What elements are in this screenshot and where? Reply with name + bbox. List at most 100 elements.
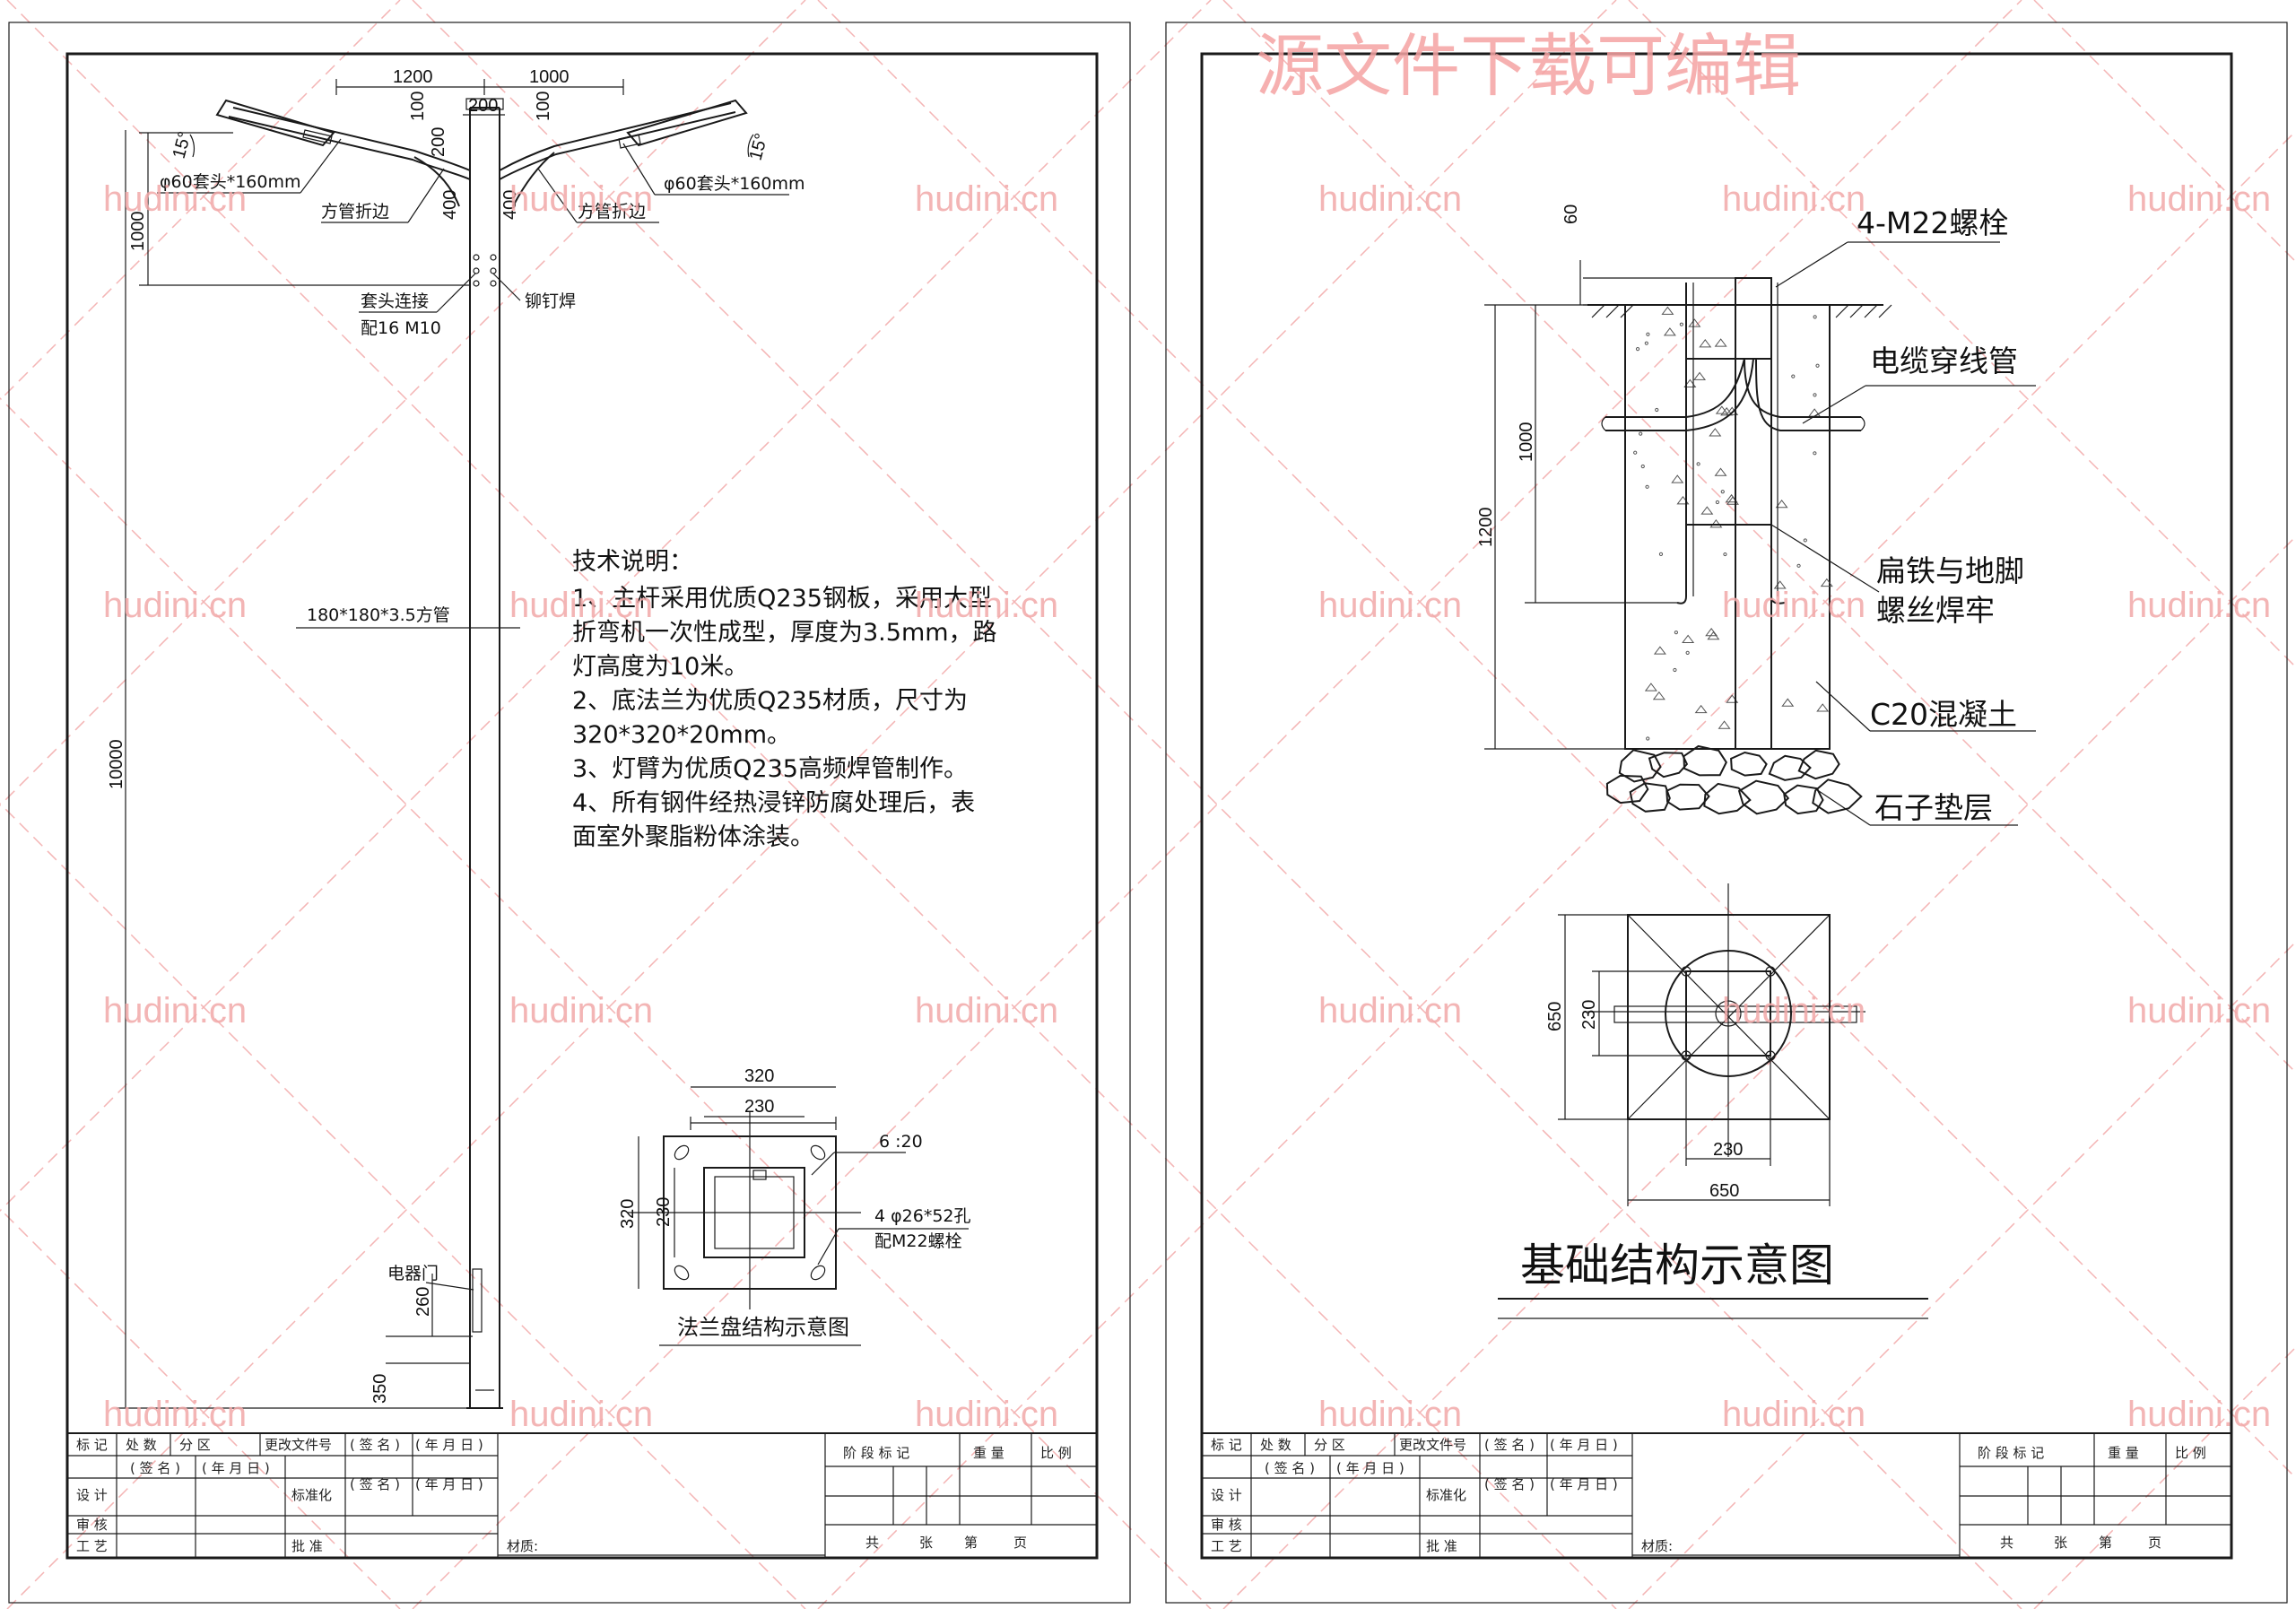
watermark-line — [0, 0, 401, 402]
concrete-dot — [1813, 451, 1817, 456]
foundation-labels: 4-M22螺栓 电缆穿线管 扁铁与地脚 螺丝焊牢 C20混凝土 石子垫层 — [1770, 205, 2036, 826]
conduit-label: 电缆穿线管 — [1870, 344, 2018, 378]
foundation-plan: 650 230 230 650 — [1545, 883, 1866, 1206]
flat-iron-label-2: 螺丝焊牢 — [1876, 593, 1995, 628]
flange-inner-h: 230 — [654, 1197, 674, 1227]
watermark-site-text: hudini.cn — [2127, 991, 2271, 1031]
gravel-stone — [1730, 751, 1768, 777]
tb-l-sign3: ( 签 名 ) — [350, 1476, 400, 1492]
watermark-line — [817, 0, 2296, 1480]
concrete-dot — [1646, 332, 1650, 336]
gravel-stone — [1703, 782, 1752, 815]
watermark-site-text: hudini.cn — [103, 1395, 247, 1434]
concrete-dot — [1674, 631, 1678, 635]
gravel-label: 石子垫层 — [1874, 790, 1993, 825]
concrete-aggregate — [1714, 338, 1727, 347]
gravel-stone — [1683, 744, 1727, 777]
concrete-dot — [1658, 552, 1664, 556]
tb-r-scale: 比 例 — [2175, 1445, 2206, 1461]
concrete-aggregate — [1683, 378, 1697, 387]
notes-line-2: 折弯机一次性成型，厚度为3.5mm，路 — [572, 619, 997, 647]
flange-holes: 4 φ26*52孔 — [874, 1206, 971, 1226]
watermark-site-text: hudini.cn — [509, 179, 653, 219]
notes-heading: 技术说明： — [572, 548, 693, 576]
concrete-aggregate — [1694, 704, 1708, 714]
door-label: 电器门 — [387, 1264, 439, 1283]
concrete-dot — [1679, 322, 1683, 326]
watermark-line — [6, 0, 1617, 1609]
watermark-site-text: hudini.cn — [915, 586, 1058, 625]
flange-detail: 320 230 320 230 6 :20 4 φ26*52孔 配M22螺栓 法… — [618, 1066, 971, 1346]
concrete-label: C20混凝土 — [1870, 697, 2017, 732]
watermark-site-text: hudini.cn — [509, 586, 653, 625]
sleeve-connect-label: 套头连接 — [361, 291, 429, 311]
fold-right-label: 方管折边 — [578, 202, 646, 222]
watermark-line — [2033, 0, 2296, 264]
concrete-aggregate — [1644, 683, 1657, 691]
ground-hatch-stroke — [1849, 304, 1864, 318]
tb-r-review: 审 核 — [1211, 1517, 1242, 1533]
watermark-line — [1222, 535, 2296, 1609]
watermark-site-text: hudini.cn — [915, 1395, 1058, 1434]
foundation-dimensions: 60 1000 1200 — [1476, 204, 1735, 750]
dim-arm-left: 1200 — [393, 67, 433, 87]
tb-r-sign1: ( 签 名 ) — [1484, 1437, 1535, 1453]
concrete-dot — [1644, 341, 1648, 345]
concrete-aggregate — [1775, 499, 1788, 509]
tb-l-mark: 标 记 — [76, 1437, 108, 1453]
concrete-aggregate — [1709, 428, 1722, 437]
tb-l-page: 页 — [1013, 1535, 1027, 1551]
flange-caption: 法兰盘结构示意图 — [677, 1315, 849, 1340]
tb-r-design: 设 计 — [1211, 1487, 1242, 1503]
concrete-dot — [1673, 667, 1677, 673]
tb-r-std: 标准化 — [1426, 1487, 1466, 1503]
watermark-line — [1628, 940, 2296, 1609]
concrete-dot — [1796, 563, 1801, 568]
watermark-site-text: hudini.cn — [103, 991, 247, 1031]
watermark-top-text: 源文件下载可编辑 — [1256, 26, 1801, 106]
watermark-site-text: hudini.cn — [1318, 586, 1462, 625]
dim-bend-right: 400 — [500, 190, 520, 220]
dim-depth-1000: 1000 — [1517, 422, 1536, 463]
concrete-aggregate — [1720, 406, 1734, 416]
dim-depth-1200: 1200 — [1476, 508, 1496, 548]
gravel-stone — [1618, 749, 1662, 783]
notes-line-1: 1、主杆采用优质Q235钢板，采用大型 — [572, 585, 992, 613]
watermark-site-text: hudini.cn — [915, 179, 1058, 219]
concrete-dot — [1696, 462, 1700, 466]
concrete-aggregate — [1661, 306, 1674, 315]
plan-inner-bottom: 230 — [1713, 1140, 1743, 1160]
dim-rise-left: 100 — [408, 91, 428, 121]
concrete-aggregate — [1688, 318, 1701, 327]
concrete-dot — [1685, 650, 1690, 655]
lamp-labels: φ60套头*160mm φ60套头*160mm 方管折边 方管折边 套头连接 配… — [157, 138, 805, 338]
concrete-aggregate — [1663, 327, 1676, 336]
concrete-aggregate — [1816, 703, 1830, 712]
tb-r-sign3: ( 签 名 ) — [1484, 1476, 1535, 1492]
ground-hatch-stroke — [1591, 304, 1605, 318]
watermark-site-text: hudini.cn — [1722, 586, 1866, 625]
concrete-aggregate — [1671, 474, 1684, 483]
watermark-line — [1628, 0, 2296, 669]
tb-l-scale: 比 例 — [1040, 1445, 1072, 1461]
watermark-site-text: hudini.cn — [103, 179, 247, 219]
tb-r-docno: 更改文件号 — [1399, 1437, 1466, 1453]
tb-l-sign2: ( 签 名 ) — [130, 1460, 180, 1476]
concrete-dot — [1646, 736, 1650, 741]
ground-hatch-stroke — [1835, 304, 1849, 318]
flange-bolts: 配M22螺栓 — [874, 1231, 962, 1251]
foundation-title: 基础结构示意图 — [1498, 1239, 1928, 1319]
gravel-stone — [1648, 752, 1689, 778]
plan-inner-left: 230 — [1579, 1000, 1599, 1030]
watermark-line — [0, 396, 1212, 1609]
angle-right: 15° — [746, 131, 772, 162]
ground-hatch-stroke — [1605, 304, 1620, 318]
watermark-text-layer: hudini.cn hudini.cn hudini.cn hudini.cn hudi… — [103, 179, 2271, 1434]
watermark-site-text: hudini.cn — [2127, 1395, 2271, 1434]
tb-r-total: 共 — [2000, 1535, 2013, 1551]
concrete-dot — [1639, 431, 1643, 436]
gravel-stone — [1768, 754, 1812, 781]
gravel-stone — [1737, 779, 1790, 815]
watermark-site-text: hudini.cn — [509, 1395, 653, 1434]
concrete-dot — [1813, 393, 1817, 397]
